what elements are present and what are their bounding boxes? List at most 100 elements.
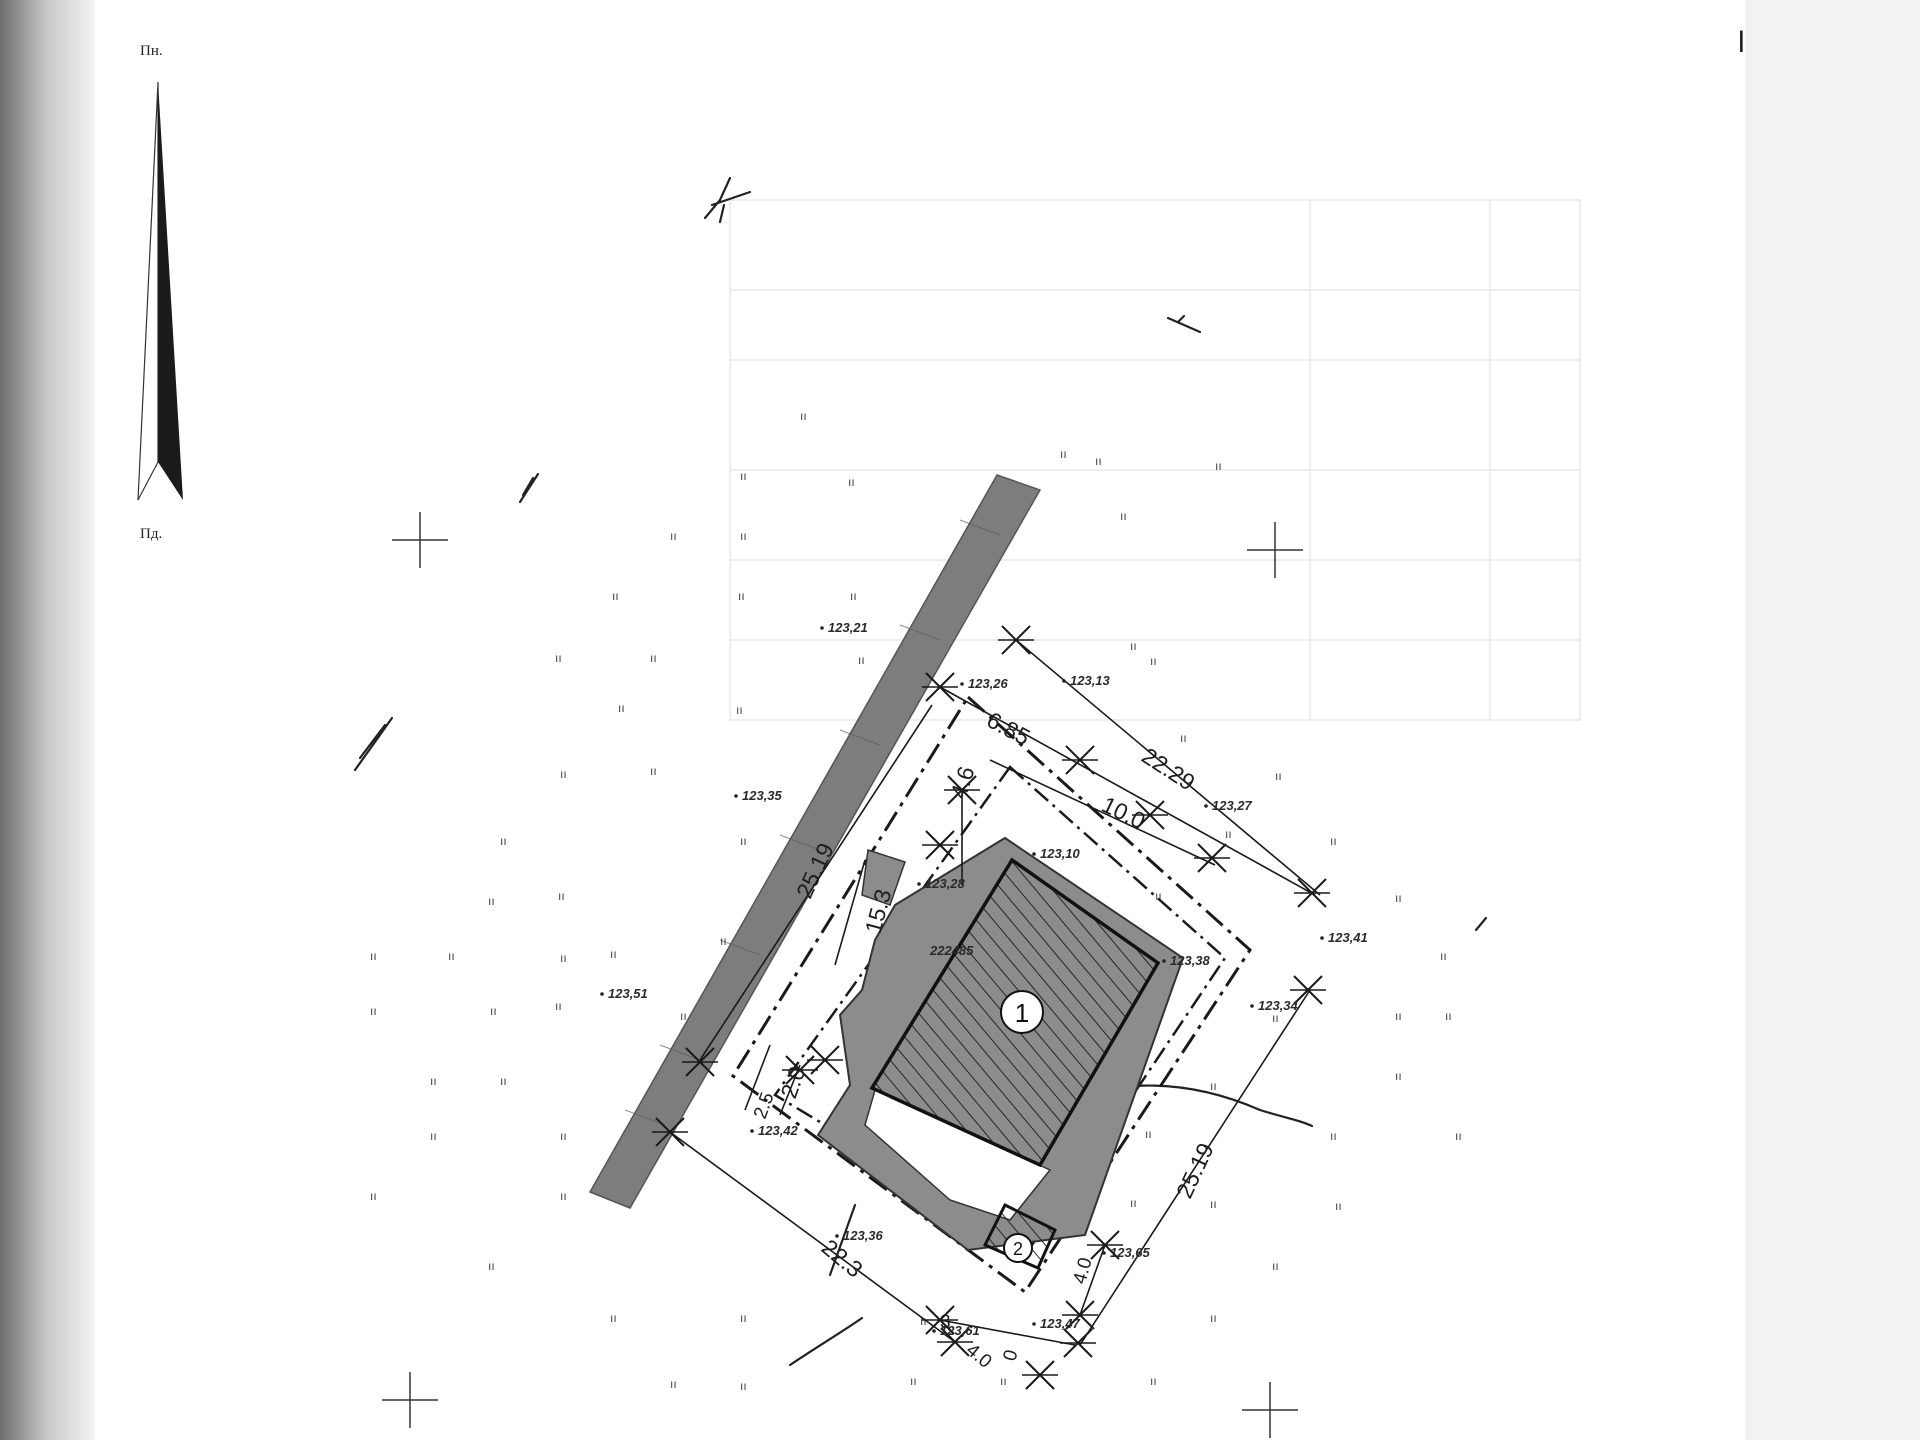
- elevation-point: 123,27: [1204, 798, 1253, 813]
- ground-mark: ıı: [430, 1074, 437, 1088]
- dimension-tick: [922, 1305, 958, 1335]
- elevation-point: 123,65: [1102, 1245, 1151, 1260]
- ground-mark: ıı: [1395, 891, 1402, 905]
- elevation-point: 123,61: [932, 1323, 980, 1338]
- elevation-point: 123,28: [917, 876, 966, 891]
- ground-mark: ıı: [1455, 1129, 1462, 1143]
- ground-mark: ıı: [610, 947, 617, 961]
- dimension-tick: [782, 1055, 818, 1085]
- ground-marks: ıı ıı ıı ıı ıı ıı ıı ıı ıı ıı ıı ıı ıı ıı ıı ıı ıı ıı ıı ıı…: [370, 409, 1462, 1393]
- ground-mark: ıı: [736, 703, 743, 717]
- annexe-walls: [861, 849, 906, 906]
- ground-mark: ıı: [800, 409, 807, 423]
- ground-mark: ıı: [740, 529, 747, 543]
- building-2-number: 2: [1013, 1239, 1023, 1259]
- ground-mark: ıı: [1210, 1197, 1217, 1211]
- elevation-label: 123,42: [758, 1123, 799, 1138]
- elevation-point: 123,47: [1032, 1316, 1081, 1331]
- ground-mark: ıı: [1060, 447, 1067, 461]
- north-arrow: Пн. Пд.: [137, 43, 183, 542]
- south-label: Пд.: [140, 526, 162, 542]
- ground-mark: ıı: [1395, 1009, 1402, 1023]
- ground-mark: ıı: [1330, 1129, 1337, 1143]
- dimension-label: 3: [940, 1312, 951, 1333]
- ground-mark: ıı: [1210, 1311, 1217, 1325]
- ground-mark: ıı: [670, 1377, 677, 1391]
- elevation-label: 123,26: [968, 676, 1009, 691]
- ground-mark: ıı: [558, 889, 565, 903]
- ground-mark: ıı: [430, 1129, 437, 1143]
- elevation-point: 123,13: [1062, 673, 1111, 688]
- dimension-tick: [1062, 1300, 1098, 1330]
- bleed-through-table: [729, 199, 1581, 721]
- ground-mark: ıı: [850, 589, 857, 603]
- ground-mark: ıı: [1130, 639, 1137, 653]
- elevation-label: 123,61: [940, 1323, 980, 1338]
- ground-mark: ıı: [1395, 1069, 1402, 1083]
- dimension-tick: [652, 1117, 688, 1147]
- ground-mark: ıı: [910, 1374, 917, 1388]
- grid-cross: [1247, 522, 1303, 578]
- elevation-label: 123,27: [1212, 798, 1253, 813]
- ground-mark: ıı: [500, 834, 507, 848]
- page-edge: [1745, 0, 1920, 1440]
- ground-mark: ıı: [920, 1314, 927, 1328]
- elevation-label: 123,10: [1040, 846, 1081, 861]
- ground-mark: ıı: [1000, 1374, 1007, 1388]
- grid-crosses: [382, 512, 1303, 1438]
- elevation-point: 123,34: [1250, 998, 1299, 1013]
- ground-mark: ıı: [370, 1189, 377, 1203]
- dimension-tick: [1194, 843, 1230, 873]
- ground-mark: ıı: [738, 589, 745, 603]
- elevation-label: 123,65: [1110, 1245, 1151, 1260]
- elevation-label: 123,28: [925, 876, 966, 891]
- ground-mark: ıı: [650, 764, 657, 778]
- ground-mark: ıı: [848, 475, 855, 489]
- ground-mark: ıı: [1150, 1374, 1157, 1388]
- elevation-label: 123,35: [742, 788, 783, 803]
- ground-mark: ıı: [1272, 1011, 1279, 1025]
- dimension-tick: [1062, 745, 1098, 775]
- elevation-point: 123,36: [835, 1228, 884, 1243]
- elevation-label: 123,38: [1170, 953, 1211, 968]
- dimension-tick: [922, 830, 958, 860]
- ground-mark: ıı: [560, 767, 567, 781]
- grid-cross: [392, 512, 448, 568]
- dimension-tick: [944, 775, 980, 805]
- ground-mark: ıı: [500, 1074, 507, 1088]
- elevation-label: 123,47: [1040, 1316, 1081, 1331]
- dimension-tick: [922, 672, 958, 702]
- stray-number: 222485: [929, 943, 974, 958]
- ground-mark: ıı: [488, 894, 495, 908]
- ground-mark: ıı: [490, 1004, 497, 1018]
- dimension-tick: [937, 1327, 973, 1357]
- elevation-label: 123,36: [843, 1228, 884, 1243]
- dimension-label: 0: [1000, 1348, 1023, 1364]
- elevation-label: 123,13: [1070, 673, 1111, 688]
- ground-mark: ıı: [1145, 1127, 1152, 1141]
- building-1-marker: [1000, 990, 1044, 1034]
- ground-mark: ıı: [370, 949, 377, 963]
- building-1-number: 1: [1015, 998, 1029, 1028]
- ground-mark: ıı: [1225, 827, 1232, 841]
- ground-mark: ıı: [650, 651, 657, 665]
- dimension-lines: [669, 639, 1321, 1346]
- ground-mark: ıı: [1272, 1259, 1279, 1273]
- elevation-label: 123,41: [1328, 930, 1368, 945]
- elevation-label: 123,51: [608, 986, 648, 1001]
- elevation-point: 123,35: [734, 788, 783, 803]
- ground-mark: ıı: [740, 834, 747, 848]
- ground-mark: ıı: [560, 1189, 567, 1203]
- ground-mark: ıı: [1440, 949, 1447, 963]
- ground-mark: ıı: [670, 529, 677, 543]
- building-2-marker: [1003, 1233, 1033, 1263]
- elevation-point: 123,42: [750, 1123, 799, 1138]
- ground-mark: ıı: [680, 1009, 687, 1023]
- ground-mark: ıı: [555, 651, 562, 665]
- north-label: Пн.: [140, 43, 163, 59]
- ground-mark: ıı: [1120, 509, 1127, 523]
- ground-mark: ıı: [370, 1004, 377, 1018]
- dimension-tick: [1060, 1328, 1096, 1358]
- elevation-point: 123,41: [1320, 930, 1368, 945]
